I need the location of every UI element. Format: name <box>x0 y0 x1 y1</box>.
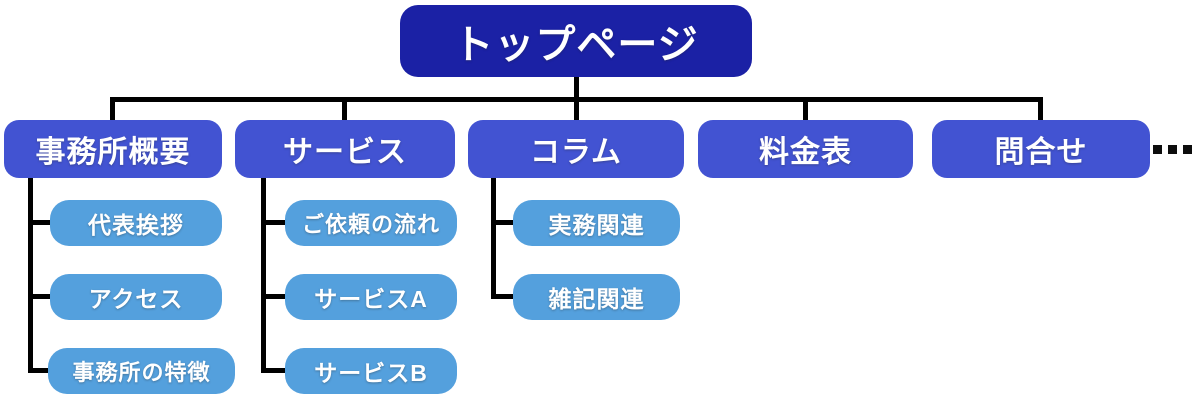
root-node-top-page: トップページ <box>400 5 752 77</box>
connector-drop-office-overview <box>110 97 115 121</box>
child-node-access: アクセス <box>50 274 222 320</box>
section-node-services: サービス <box>235 120 455 178</box>
child-node-service-a: サービスA <box>285 274 457 320</box>
connector-stub-office-features <box>28 368 52 373</box>
ellipsis-dot-2 <box>1168 145 1177 154</box>
connector-trunk-office-overview <box>28 177 33 373</box>
child-node-greeting: 代表挨拶 <box>50 200 222 246</box>
connector-stub-request-flow <box>261 220 287 225</box>
connector-stub-greeting <box>28 220 52 225</box>
child-node-office-features: 事務所の特徴 <box>48 348 235 394</box>
child-node-request-flow: ご依頼の流れ <box>285 200 457 246</box>
connector-stub-misc-posts <box>491 294 515 299</box>
connector-trunk-column <box>491 177 496 299</box>
connector-drop-column <box>574 97 579 121</box>
child-node-practical-posts: 実務関連 <box>513 200 680 246</box>
section-node-price-list: 料金表 <box>698 120 913 178</box>
connector-root-stem <box>574 76 579 99</box>
connector-stub-access <box>28 294 52 299</box>
section-node-contact: 問合せ <box>932 120 1150 178</box>
ellipsis-dot-3 <box>1183 145 1192 154</box>
connector-drop-services <box>342 97 347 121</box>
connector-stub-practical-posts <box>491 220 515 225</box>
child-node-misc-posts: 雑記関連 <box>513 274 680 320</box>
section-node-column: コラム <box>468 120 684 178</box>
section-node-office-overview: 事務所概要 <box>4 120 222 178</box>
connector-drop-price-list <box>803 97 808 121</box>
ellipsis-dot-1 <box>1153 145 1162 154</box>
connector-trunk-services <box>261 177 266 373</box>
connector-stub-service-a <box>261 294 287 299</box>
connector-drop-contact <box>1038 97 1043 121</box>
connector-stub-service-b <box>261 368 287 373</box>
child-node-service-b: サービスB <box>285 348 457 394</box>
